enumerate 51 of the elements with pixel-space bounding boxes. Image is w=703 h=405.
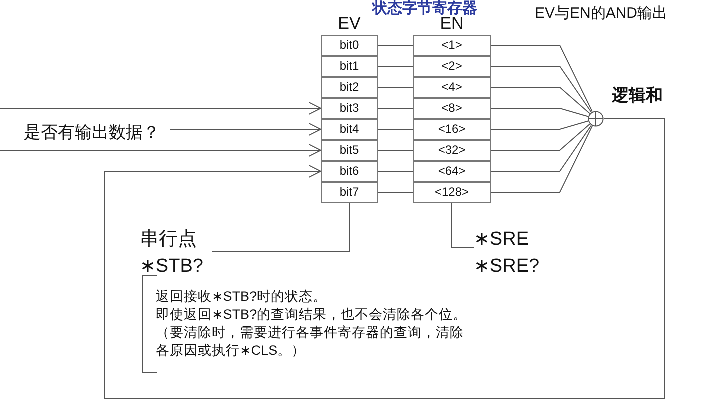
connector-line bbox=[378, 87, 414, 88]
connector-line bbox=[490, 126, 593, 193]
command-label: ∗STB? bbox=[140, 255, 204, 279]
register-bit-cell: <8> bbox=[413, 98, 491, 119]
register-heading: EV bbox=[337, 14, 362, 34]
connector-line bbox=[490, 87, 590, 114]
command-label: ∗SRE bbox=[474, 228, 529, 252]
note-text: 返回接收∗STB?时的状态。 bbox=[156, 288, 328, 306]
register-heading: EN bbox=[440, 14, 464, 34]
register-bit-cell: bit0 bbox=[321, 35, 378, 56]
node-caption: 逻辑和 bbox=[612, 85, 663, 107]
connector-line bbox=[212, 202, 350, 252]
register-bit-cell: <4> bbox=[413, 77, 491, 98]
register-bit-cell: <128> bbox=[413, 182, 491, 203]
connector-line bbox=[378, 45, 414, 46]
connector-line bbox=[490, 125, 592, 172]
register-bit-cell: bit4 bbox=[321, 119, 378, 140]
register-bit-cell: bit7 bbox=[321, 182, 378, 203]
register-bit-cell: <32> bbox=[413, 140, 491, 161]
register-bit-cell: <2> bbox=[413, 56, 491, 77]
command-label: 串行点 bbox=[140, 228, 197, 252]
arrow bbox=[0, 102, 322, 115]
note-text: （要清除时，需要进行各事件寄存器的查询，清除各原因或执行∗CLS。） bbox=[156, 324, 465, 360]
register-bit-cell: <1> bbox=[413, 35, 491, 56]
register-bit-cell: bit1 bbox=[321, 56, 378, 77]
command-label: ∗SRE? bbox=[474, 255, 540, 279]
register-bit-cell: bit5 bbox=[321, 140, 378, 161]
connector-line bbox=[378, 129, 414, 130]
title: 状态字节寄存器 bbox=[370, 0, 478, 17]
register-bit-cell: bit6 bbox=[321, 161, 378, 182]
connector-line bbox=[378, 66, 414, 67]
register-bit-cell: bit2 bbox=[321, 77, 378, 98]
connector-line bbox=[378, 150, 414, 151]
register-bit-cell: bit3 bbox=[321, 98, 378, 119]
connector-line bbox=[378, 108, 414, 109]
connector-line bbox=[378, 171, 414, 172]
register-bit-cell: <64> bbox=[413, 161, 491, 182]
connector-line bbox=[490, 45, 593, 112]
connector-line bbox=[490, 66, 592, 113]
arrow bbox=[170, 123, 322, 136]
register-bit-cell: <16> bbox=[413, 119, 491, 140]
connector-line bbox=[378, 192, 414, 193]
connector-line bbox=[452, 202, 474, 248]
arrow bbox=[104, 118, 666, 400]
note-text: 即使返回∗STB?的查询结果，也不会清除各个位。 bbox=[156, 306, 468, 324]
connector-line bbox=[490, 108, 589, 118]
input-label: 是否有输出数据？ bbox=[24, 123, 161, 143]
connector-line bbox=[490, 124, 590, 151]
output-caption: EV与EN的AND输出 bbox=[535, 4, 668, 23]
connector-line bbox=[490, 120, 589, 130]
arrow bbox=[0, 144, 322, 157]
